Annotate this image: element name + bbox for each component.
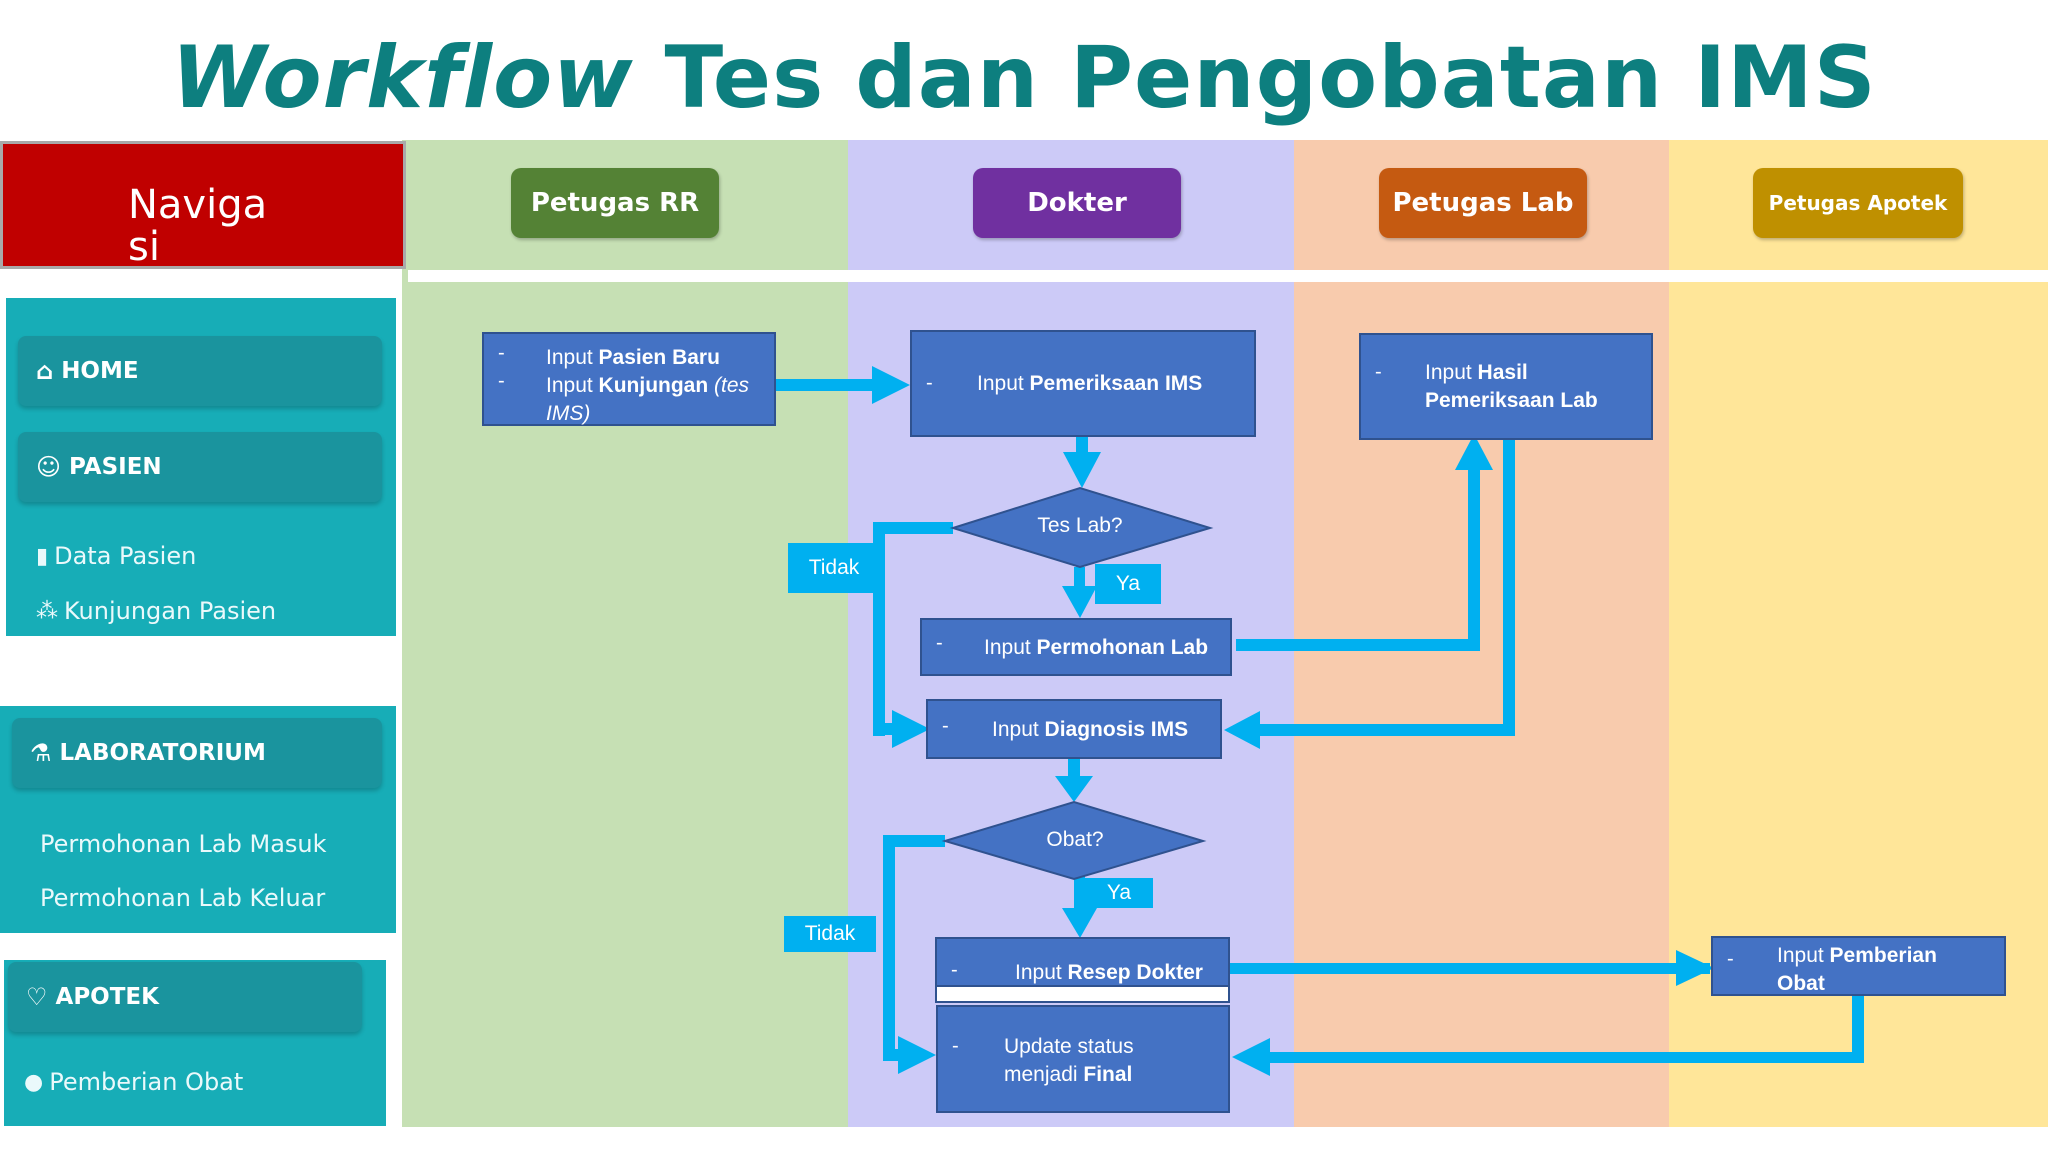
decision-obat-label: Obat? [1046,828,1104,851]
tag-tidak-teslab: Tidak [788,543,880,593]
arrowhead [872,366,910,404]
navigation-header: Navigasi [0,141,406,269]
lane-label-petugas-apotek: Petugas Apotek [1753,168,1963,238]
home-icon: ⌂ [36,357,54,385]
resep-underline [937,985,1228,1001]
decision-obat [941,800,1207,881]
arrowhead [1224,711,1260,749]
box-input-pasien: - - Input Pasien Baru Input Kunjungan (t… [482,332,776,426]
decision-tes-lab [949,486,1214,569]
arrow-hasil-to-diagnosis [1503,440,1515,736]
arrowhead [1062,908,1097,938]
tag-ya-teslab: Ya [1095,564,1161,604]
menu-kunjungan-pasien[interactable]: ⁂Kunjungan Pasien [36,597,277,625]
arrowhead [892,710,930,748]
lane-label-dokter: Dokter [973,168,1181,238]
flask-icon: ⚗ [30,739,52,767]
menu-laboratorium[interactable]: ⚗LABORATORIUM [12,718,382,788]
arrow-diagnosis-to-obat [1068,759,1080,779]
lane-label-petugas-lab: Petugas Lab [1379,168,1587,238]
arrowhead [1232,1038,1270,1076]
arrow-teslab-tidak [873,522,953,534]
menu-pemberian-obat[interactable]: ●Pemberian Obat [24,1068,244,1096]
page-title: Workflow Tes dan Pengobatan IMS [171,28,1877,128]
menu-permohonan-lab-masuk[interactable]: Permohonan Lab Masuk [40,830,327,858]
box-resep-dokter: - Input Resep Dokter [935,937,1230,1003]
arrow-teslab-to-permohonan [1074,567,1085,589]
patient-icon: ☺ [36,453,62,481]
tag-ya-obat: Ya [1085,878,1153,908]
menu-home[interactable]: ⌂HOME [18,336,382,406]
arrowhead [1062,586,1097,618]
lane-petugas-lab [1294,140,1669,1127]
menu-permohonan-lab-keluar[interactable]: Permohonan Lab Keluar [40,884,326,912]
pill-icon: ● [24,1069,44,1095]
box-permohonan-lab: - Input Permohonan Lab [920,618,1232,676]
network-icon: ⁂ [36,598,58,624]
arrowhead [1455,434,1493,470]
arrow-pemeriksaan-to-teslab [1076,437,1088,455]
arrowhead [1063,452,1101,488]
arrowhead [1055,776,1093,802]
menu-pasien[interactable]: ☺PASIEN [18,432,382,502]
box-pemeriksaan-ims: - Input Pemeriksaan IMS [910,330,1256,437]
menu-apotek[interactable]: ♡APOTEK [8,962,362,1032]
box-diagnosis-ims: - Input Diagnosis IMS [926,699,1222,759]
file-icon: ▮ [36,543,49,569]
menu-data-pasien[interactable]: ▮Data Pasien [36,542,197,570]
arrow-obat-tidak [883,835,945,847]
heart-icon: ♡ [26,983,48,1011]
arrowhead [1676,950,1714,986]
tag-tidak-obat: Tidak [784,916,876,952]
arrow-pemberian-to-update [1852,996,1864,1063]
arrow-obat-to-resep [1074,876,1085,912]
lane-label-petugas-rr: Petugas RR [511,168,719,238]
decision-tes-lab-label: Tes Lab? [1037,514,1123,537]
lane-header-divider [408,270,2048,282]
lane-petugas-rr [402,140,848,1127]
arrow-permohonan-to-hasil [1236,639,1480,651]
arrow-resep-to-pemberian [1230,963,1710,974]
arrowhead [898,1036,936,1074]
arrow-pasien-to-pemeriksaan [776,379,876,391]
